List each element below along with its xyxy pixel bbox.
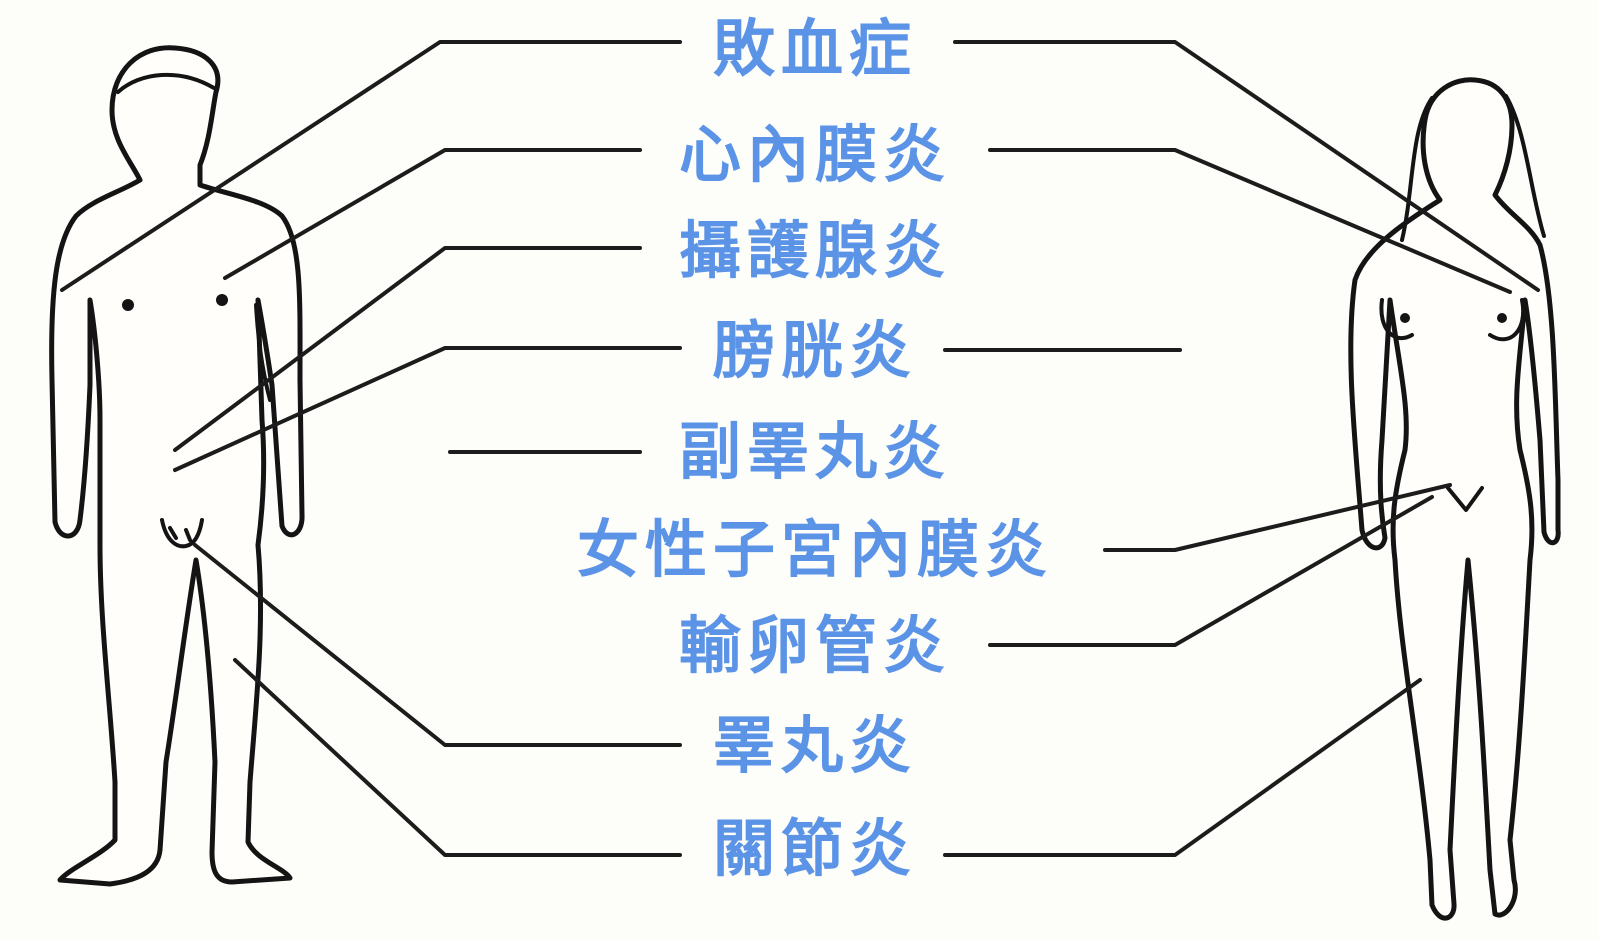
connector-endocarditis-male xyxy=(223,148,642,280)
connector-arthritis-female xyxy=(943,678,1422,857)
connector-prostatitis-male xyxy=(173,246,642,452)
female-left-nipple xyxy=(1400,313,1410,323)
male-figure xyxy=(49,45,305,887)
male-right-arm-inner-line xyxy=(254,303,272,402)
male-hair-line xyxy=(116,72,216,94)
connector-orchitis-male xyxy=(193,543,682,747)
label-orchitis: 睪丸炎 xyxy=(713,709,917,782)
label-sepsis: 敗血症 xyxy=(713,12,917,85)
female-right-breast xyxy=(1488,298,1526,342)
connector-endocarditis-female xyxy=(988,148,1512,294)
label-arthritis: 關節炎 xyxy=(713,812,917,885)
connector-arthritis-male xyxy=(233,658,682,857)
male-pubic-mark xyxy=(160,518,204,549)
connector-cystitis-male xyxy=(173,346,682,472)
label-salpingitis: 輸卵管炎 xyxy=(679,609,951,682)
connector-sepsis-female xyxy=(953,40,1540,292)
male-right-nipple xyxy=(216,294,228,306)
connector-sepsis-male xyxy=(60,40,682,292)
label-cystitis: 膀胱炎 xyxy=(713,314,917,387)
connector-lines xyxy=(60,40,1540,857)
connector-salpingitis-female xyxy=(988,495,1434,647)
female-figure xyxy=(1348,77,1561,921)
female-pubic-mark xyxy=(1446,486,1484,512)
label-endometritis: 女性子宮內膜炎 xyxy=(577,513,1053,586)
male-body-outline xyxy=(49,45,305,887)
female-hair-right xyxy=(1504,94,1546,238)
female-left-breast xyxy=(1379,298,1414,341)
female-hair-left xyxy=(1400,96,1434,242)
male-left-nipple xyxy=(122,299,134,311)
disease-labels: 敗血症 心內膜炎 攝護腺炎 膀胱炎 副睪丸炎 女性子宮內膜炎 輸卵管炎 睪丸炎 … xyxy=(577,12,1053,885)
female-right-nipple xyxy=(1497,313,1507,323)
label-endocarditis: 心內膜炎 xyxy=(679,118,951,191)
label-epididymitis: 副睪丸炎 xyxy=(679,415,951,488)
connector-endometritis-female xyxy=(1103,483,1452,552)
label-prostatitis: 攝護腺炎 xyxy=(679,214,951,287)
